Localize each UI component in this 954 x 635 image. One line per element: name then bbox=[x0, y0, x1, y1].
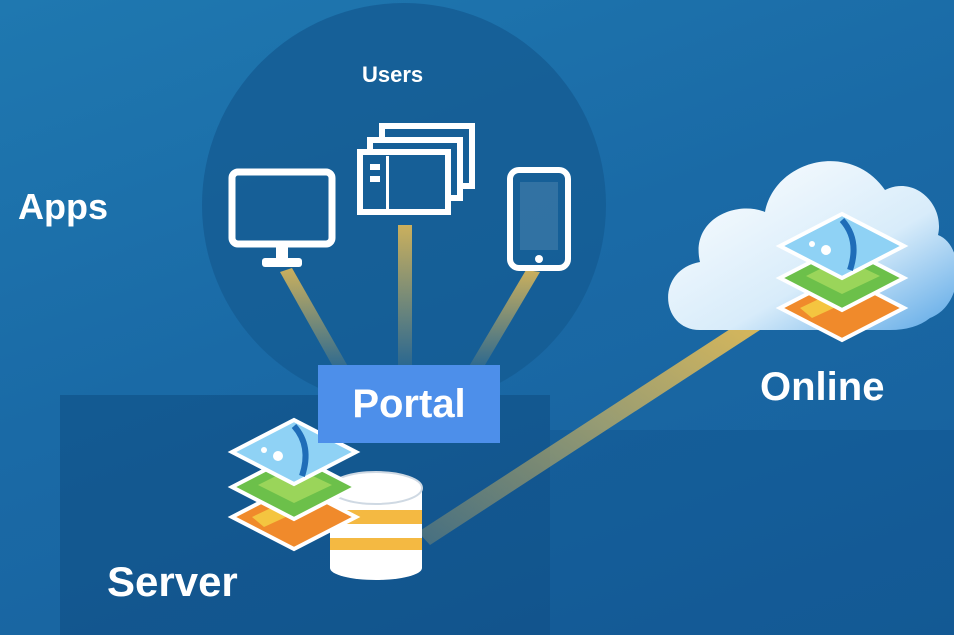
connector-online-server bbox=[418, 320, 760, 545]
online-label: Online bbox=[760, 365, 885, 409]
map-layers-icon bbox=[775, 211, 909, 343]
phone-icon bbox=[507, 167, 571, 271]
connector-phone-portal bbox=[468, 270, 540, 370]
server-label: Server bbox=[107, 558, 238, 605]
monitor-icon bbox=[228, 168, 336, 267]
portal-box: Portal bbox=[318, 365, 500, 443]
connector-tablet-portal bbox=[398, 225, 412, 368]
database-icon bbox=[329, 471, 423, 580]
users-label: Users bbox=[362, 62, 424, 87]
portal-label: Portal bbox=[352, 381, 466, 426]
apps-label: Apps bbox=[18, 186, 108, 227]
tablet-icon bbox=[357, 123, 475, 215]
connector-monitor-portal bbox=[280, 268, 350, 372]
